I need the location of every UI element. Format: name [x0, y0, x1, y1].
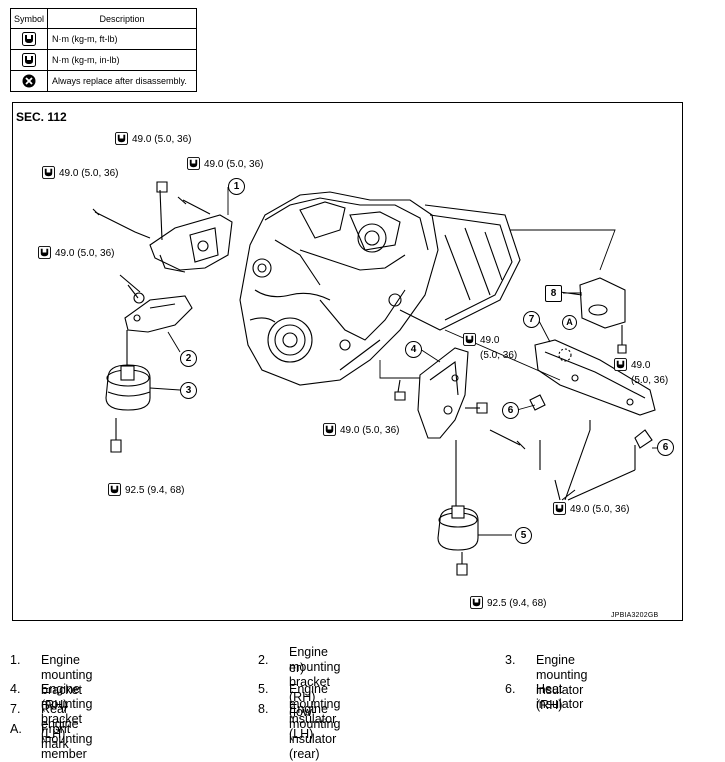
torque-spec: 49.0 (5.0, 36): [614, 358, 668, 388]
torque-value: 49.0: [631, 360, 651, 371]
legend-item: Engine mounting insulator (LH): [289, 682, 341, 741]
torque-wrench-icon: [323, 423, 336, 436]
torque-wrench-icon: [614, 358, 627, 371]
engine-mount-illustration: [92, 181, 658, 576]
callout-front-mark: A: [562, 315, 577, 330]
part-7-rear-member-drawing: [529, 339, 656, 501]
diagram-frame: [12, 102, 683, 621]
torque-value: 49.0: [480, 335, 500, 346]
legend-item: Engine mounting insulator (rear): [289, 702, 341, 761]
legend-number: 4.: [10, 682, 21, 696]
torque-wrench-icon: [553, 502, 566, 515]
legend-number: 8.: [258, 702, 269, 716]
callout-8: 8: [545, 285, 562, 302]
torque-spec: 49.0 (5.0, 36): [323, 423, 399, 438]
callout-1: 1: [228, 178, 245, 195]
torque-spec: 49.0 (5.0, 36): [553, 502, 629, 517]
callout-leaders: [149, 187, 658, 536]
callout-6: 6: [502, 402, 519, 419]
symbol-table: Symbol Description N·m (kg-m, ft-lb) N·m…: [10, 8, 197, 92]
part-2-bracket-rh-lower-drawing: [119, 274, 193, 333]
torque-value: 49.0 (5.0, 36): [59, 168, 119, 179]
part-4-bracket-lh-drawing: [394, 347, 526, 450]
torque-wrench-icon: [187, 157, 200, 170]
legend-number: 1.: [10, 653, 21, 667]
torque-wrench-icon: [22, 32, 36, 46]
legend-item: Front mark: [41, 722, 71, 751]
torque-value: 49.0 (5.0, 36): [340, 425, 400, 436]
torque-wrench-icon: [463, 333, 476, 346]
torque-spec: 92.5 (9.4, 68): [108, 483, 184, 498]
legend-item: Heat insulator: [536, 682, 584, 711]
torque-spec: 49.0 (5.0, 36): [42, 166, 118, 181]
torque-value: 92.5 (9.4, 68): [125, 485, 185, 496]
callout-4: 4: [405, 341, 422, 358]
callout-2: 2: [180, 350, 197, 367]
torque-spec: 49.0 (5.0, 36): [187, 157, 263, 172]
section-label: SEC. 112: [16, 110, 67, 124]
legend-item: Engine mounting bracket (RH): [41, 653, 93, 712]
torque-value: (5.0, 36): [480, 350, 518, 361]
torque-wrench-icon: [470, 596, 483, 609]
transmission-drawing: [399, 204, 521, 331]
callout-6: 6: [657, 439, 674, 456]
reference-code: JPBIA3202GB: [611, 612, 659, 619]
torque-value: 49.0 (5.0, 36): [55, 248, 115, 259]
torque-wrench-icon: [108, 483, 121, 496]
symbol-description: Always replace after disassembly.: [47, 70, 197, 92]
torque-spec: 92.5 (9.4, 68): [470, 596, 546, 611]
torque-spec: 49.0 (5.0, 36): [115, 132, 191, 147]
torque-value: (5.0, 36): [631, 375, 669, 386]
legend-item-continued: er): [289, 661, 305, 675]
always-replace-icon: [22, 74, 36, 88]
callout-5: 5: [515, 527, 532, 544]
torque-wrench-icon: [38, 246, 51, 259]
legend-number: A.: [10, 722, 22, 736]
torque-value: 49.0 (5.0, 36): [132, 134, 192, 145]
legend-number: 2.: [258, 653, 269, 667]
legend-number: 7.: [10, 702, 21, 716]
torque-value: 92.5 (9.4, 68): [487, 598, 547, 609]
torque-spec: 49.0 (5.0, 36): [38, 246, 114, 261]
legend-item: Engine mounting bracket (RH) (low-: [289, 645, 341, 719]
torque-wrench-inlb-icon: [22, 53, 36, 67]
torque-wrench-icon: [42, 166, 55, 179]
torque-value: 49.0 (5.0, 36): [570, 504, 630, 515]
part-8-insulator-rear-drawing: [559, 277, 627, 354]
part-1-bracket-rh-drawing: [92, 181, 233, 273]
torque-wrench-icon: [115, 132, 128, 145]
part-3-insulator-rh-drawing: [105, 330, 151, 453]
legend-item: Engine mounting bracket (LH): [41, 682, 93, 741]
torque-spec: 49.0 (5.0, 36): [463, 333, 517, 363]
engine-block-drawing: [239, 191, 439, 386]
callout-7: 7: [523, 311, 540, 328]
legend-number: 6.: [505, 682, 516, 696]
torque-value: 49.0 (5.0, 36): [204, 159, 264, 170]
callout-3: 3: [180, 382, 197, 399]
legend-number: 5.: [258, 682, 269, 696]
legend-item: Engine mounting insulator (RH): [536, 653, 588, 712]
part-5-insulator-lh-drawing: [437, 440, 479, 576]
legend-number: 3.: [505, 653, 516, 667]
